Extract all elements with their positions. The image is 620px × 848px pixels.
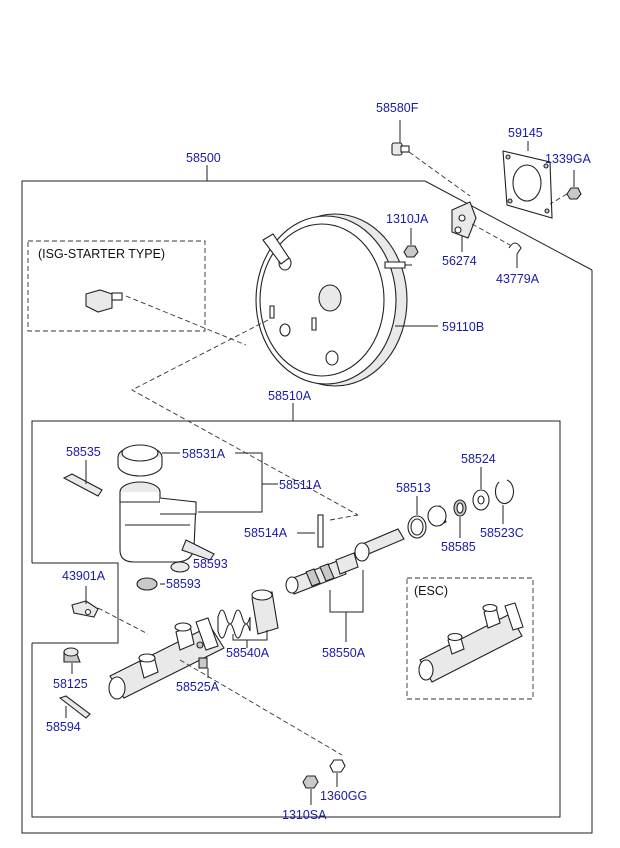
label-58531A: 58531A [182, 447, 226, 461]
gasket-59145-icon [502, 150, 553, 219]
bolt-58594-icon [58, 695, 91, 719]
bleeder-58525A-icon [198, 657, 208, 669]
circlip-58523C-icon [494, 479, 514, 505]
isg-starter-box [27, 240, 206, 332]
label-58514A: 58514A [244, 526, 288, 540]
label-58513: 58513 [396, 481, 431, 495]
brake-booster-icon [255, 213, 412, 387]
outer-frame [21, 180, 593, 834]
label-1360GG: 1360GG [320, 789, 367, 803]
label-58593-lower: 58593 [166, 577, 201, 591]
spring-58540A-icon [217, 589, 279, 639]
inner-frame [31, 420, 561, 818]
bracket-43901A-icon [71, 600, 99, 618]
label-58585: 58585 [441, 540, 476, 554]
bolt-58535-icon [62, 473, 103, 497]
nut-1310SA-icon [302, 775, 319, 789]
label-1310JA: 1310JA [386, 212, 429, 226]
piston-58550A-icon [285, 552, 359, 595]
label-58125: 58125 [53, 677, 88, 691]
seal-58513-icon [407, 515, 427, 539]
nut-1310JA-icon [403, 245, 419, 258]
esc-box [406, 577, 534, 700]
bolt-58580F-icon [391, 142, 410, 156]
label-58510A: 58510A [268, 389, 312, 403]
label-58500: 58500 [186, 151, 221, 165]
clip-43779A-icon [508, 242, 522, 255]
group-label-esc: (ESC) [414, 584, 448, 598]
master-cylinder-icon [108, 617, 225, 700]
label-58535: 58535 [66, 445, 101, 459]
label-58593-upper: 58593 [193, 557, 228, 571]
label-56274: 56274 [442, 254, 477, 268]
washer-58524-icon [472, 489, 490, 511]
label-58550A: 58550A [322, 646, 366, 660]
bracket-56274-icon [451, 201, 477, 239]
label-58523C: 58523C [480, 526, 524, 540]
cup-58585-icon [427, 499, 467, 527]
group-label-isg-starter: (ISG-STARTER TYPE) [38, 247, 165, 261]
grommet-58593-icon [136, 561, 190, 591]
label-43901A: 43901A [62, 569, 106, 583]
isg-sensor-icon [85, 289, 123, 313]
label-58594: 58594 [46, 720, 81, 734]
label-58511A: 58511A [279, 478, 322, 492]
label-59145: 59145 [508, 126, 543, 140]
nut-1360GG-icon [329, 759, 346, 773]
cap-58125-icon [63, 647, 81, 663]
label-58540A: 58540A [226, 646, 270, 660]
label-43779A: 43779A [496, 272, 540, 286]
label-1339GA: 1339GA [545, 152, 592, 166]
pin-58514A-icon [317, 514, 324, 548]
push-rod-icon [354, 528, 405, 562]
label-1310SA: 1310SA [282, 808, 327, 822]
label-59110B: 59110B [442, 320, 484, 334]
nut-1339GA-icon [566, 187, 582, 200]
reservoir-cap-icon [117, 444, 163, 477]
label-58580F: 58580F [376, 101, 419, 115]
esc-master-cylinder-icon [418, 602, 524, 683]
label-58525A: 58525A [176, 680, 220, 694]
label-58524: 58524 [461, 452, 496, 466]
reservoir-icon [119, 481, 215, 563]
